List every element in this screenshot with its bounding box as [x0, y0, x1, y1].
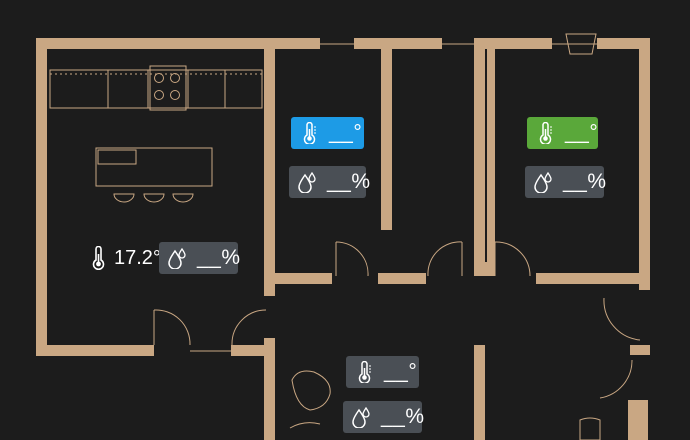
bedroom-right-temperature-value: __° — [565, 121, 599, 144]
humidity-drops-icon — [352, 406, 370, 428]
bedroom-right-humidity-value: __% — [563, 170, 607, 193]
thermometer-icon — [303, 122, 316, 144]
hall-temperature-badge[interactable]: __° — [346, 356, 419, 388]
kitchen-temperature-value: 17.2° — [114, 246, 161, 269]
thermometer-icon — [539, 122, 552, 144]
bedroom-center-temperature-badge[interactable]: __° — [291, 117, 364, 149]
bedroom-right-humidity-badge[interactable]: __% — [525, 166, 607, 198]
furniture — [49, 33, 641, 440]
hall-humidity-value: __% — [381, 405, 425, 428]
kitchen-humidity-badge[interactable]: __% — [159, 242, 241, 274]
humidity-drops-icon — [298, 171, 316, 193]
thermometer-icon — [92, 246, 105, 270]
kitchen-temperature[interactable]: 17.2° — [88, 246, 161, 270]
humidity-drops-icon — [168, 247, 186, 269]
bedroom-center-humidity-badge[interactable]: __% — [289, 166, 370, 198]
bedroom-center-temperature-value: __° — [329, 121, 363, 144]
humidity-drops-icon — [534, 171, 552, 193]
hall-temperature-value: __° — [384, 360, 418, 383]
kitchen-humidity-value: __% — [197, 246, 241, 269]
bedroom-center-humidity-value: __% — [327, 170, 371, 193]
thermometer-icon — [358, 361, 371, 383]
hall-humidity-badge[interactable]: __% — [343, 401, 425, 433]
walls — [36, 38, 650, 440]
bedroom-right-temperature-badge[interactable]: __° — [527, 117, 598, 149]
